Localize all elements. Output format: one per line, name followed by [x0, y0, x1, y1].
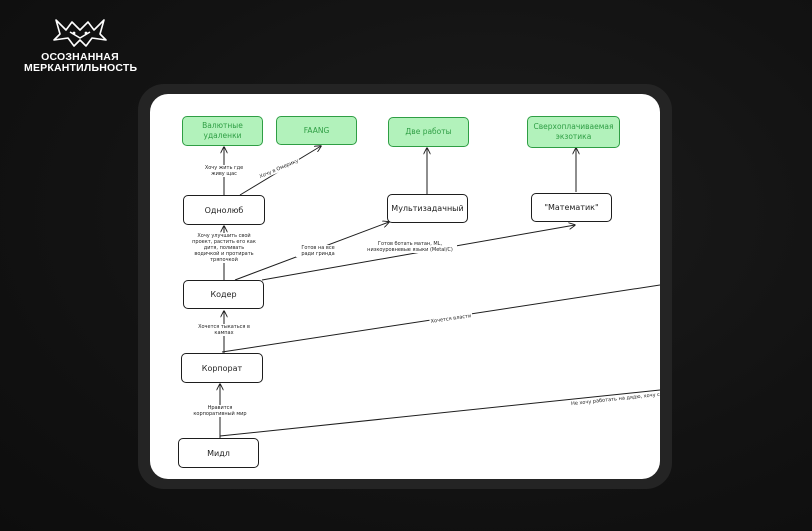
brand-name-line2: МЕРКАНТИЛЬНОСТЬ [24, 62, 138, 74]
node-faang[interactable]: FAANG [276, 116, 357, 145]
edge-label-hate-bustle: Хочется тыкаться в кампах [192, 324, 256, 336]
diagram-canvas: Валютные удаленки FAANG Две работы Сверх… [150, 94, 660, 479]
node-remote[interactable]: Валютные удаленки [182, 116, 263, 146]
node-two-jobs[interactable]: Две работы [388, 117, 469, 147]
node-corporate[interactable]: Корпорат [181, 353, 263, 383]
node-mathematician[interactable]: "Математик" [531, 193, 612, 222]
node-multitask[interactable]: Мультизадачный [387, 194, 468, 223]
edge-label-ready-math: Готов ботать матан, ML, низкоуровневые я… [363, 241, 457, 253]
edge-label-ready-all: Готов на все ради гринда [296, 245, 340, 257]
brand-logo: ОСОЗНАННАЯ МЕРКАНТИЛЬНОСТЬ [24, 18, 138, 74]
edge-label-live-where-now: Хочу жить где живу щас [203, 165, 245, 177]
wolf-head-icon [53, 19, 107, 47]
edge-label-want-improve: Хочу улучшить свой проект, растить его к… [190, 233, 258, 263]
edge-label-likes-corporate: Нравится корпоративный мир [191, 405, 249, 417]
brand-name-line1: ОСОЗНАННАЯ [41, 51, 119, 63]
node-coder[interactable]: Кодер [183, 280, 264, 309]
node-middle[interactable]: Мидл [178, 438, 259, 468]
edge-middle-offscreen [219, 389, 660, 437]
node-monolove[interactable]: Однолюб [183, 195, 265, 225]
node-exotic[interactable]: Сверхоплачиваемая экзотика [527, 116, 620, 148]
